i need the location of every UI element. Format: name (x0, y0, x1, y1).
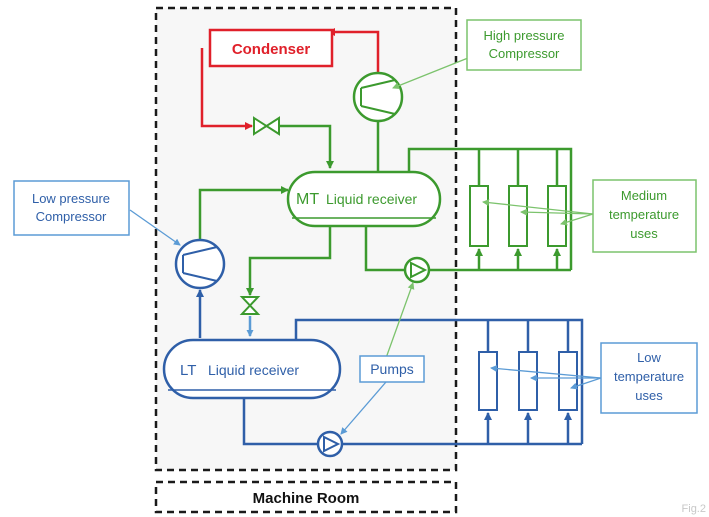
machine-room-label: Machine Room (253, 490, 360, 507)
condenser-box (208, 28, 334, 68)
condenser-loop (200, 28, 380, 130)
corner-mark: Fig.2 (682, 503, 706, 515)
svg-text:Pumps: Pumps (370, 361, 414, 377)
lt-evaporator-2 (518, 351, 538, 411)
lt-receiver-label: Liquid receiver (208, 362, 299, 378)
svg-text:Low: Low (637, 350, 661, 365)
lt-evaporator-1 (478, 351, 498, 411)
mt-receiver-prefix: MT (296, 191, 319, 208)
pumps-callout: Pumps (359, 355, 425, 383)
lt-pump-icon (316, 430, 344, 458)
high-pressure-compressor-callout: High pressure Compressor (466, 19, 582, 71)
callout-pointers (129, 55, 602, 435)
condenser-label: Condenser (232, 41, 311, 58)
machine-room-label-box (154, 480, 458, 514)
svg-text:uses: uses (630, 226, 658, 241)
mt-evaporator-1 (469, 185, 489, 247)
svg-text:High pressure: High pressure (484, 28, 565, 43)
low-temperature-uses-callout: Low temperature uses (600, 342, 698, 414)
svg-text:Compressor: Compressor (489, 46, 560, 61)
svg-text:Medium: Medium (621, 188, 667, 203)
svg-text:Low pressure: Low pressure (32, 191, 110, 206)
svg-text:Compressor: Compressor (36, 209, 107, 224)
svg-text:uses: uses (635, 388, 663, 403)
condenser-valve-icon (253, 116, 280, 136)
lt-receiver-prefix: LT (180, 362, 196, 379)
mt-pump-icon (403, 256, 431, 284)
mt-evaporator-3 (547, 185, 567, 247)
lt-liquid-receiver (162, 338, 342, 400)
mt-liquid-receiver (286, 170, 442, 228)
mt-evaporator-2 (508, 185, 528, 247)
svg-text:temperature: temperature (609, 207, 679, 222)
mt-circuit-lines (198, 121, 573, 296)
lt-evaporator-3 (558, 351, 578, 411)
lt-circuit-lines (196, 289, 584, 446)
high-pressure-compressor-icon (352, 71, 404, 123)
low-pressure-compressor-icon (174, 238, 226, 290)
medium-temperature-uses-callout: Medium temperature uses (592, 179, 697, 253)
low-pressure-compressor-callout: Low pressure Compressor (13, 180, 130, 236)
lt-expansion-valve-icon (239, 296, 261, 315)
mt-receiver-label: Liquid receiver (326, 191, 417, 207)
svg-text:temperature: temperature (614, 369, 684, 384)
